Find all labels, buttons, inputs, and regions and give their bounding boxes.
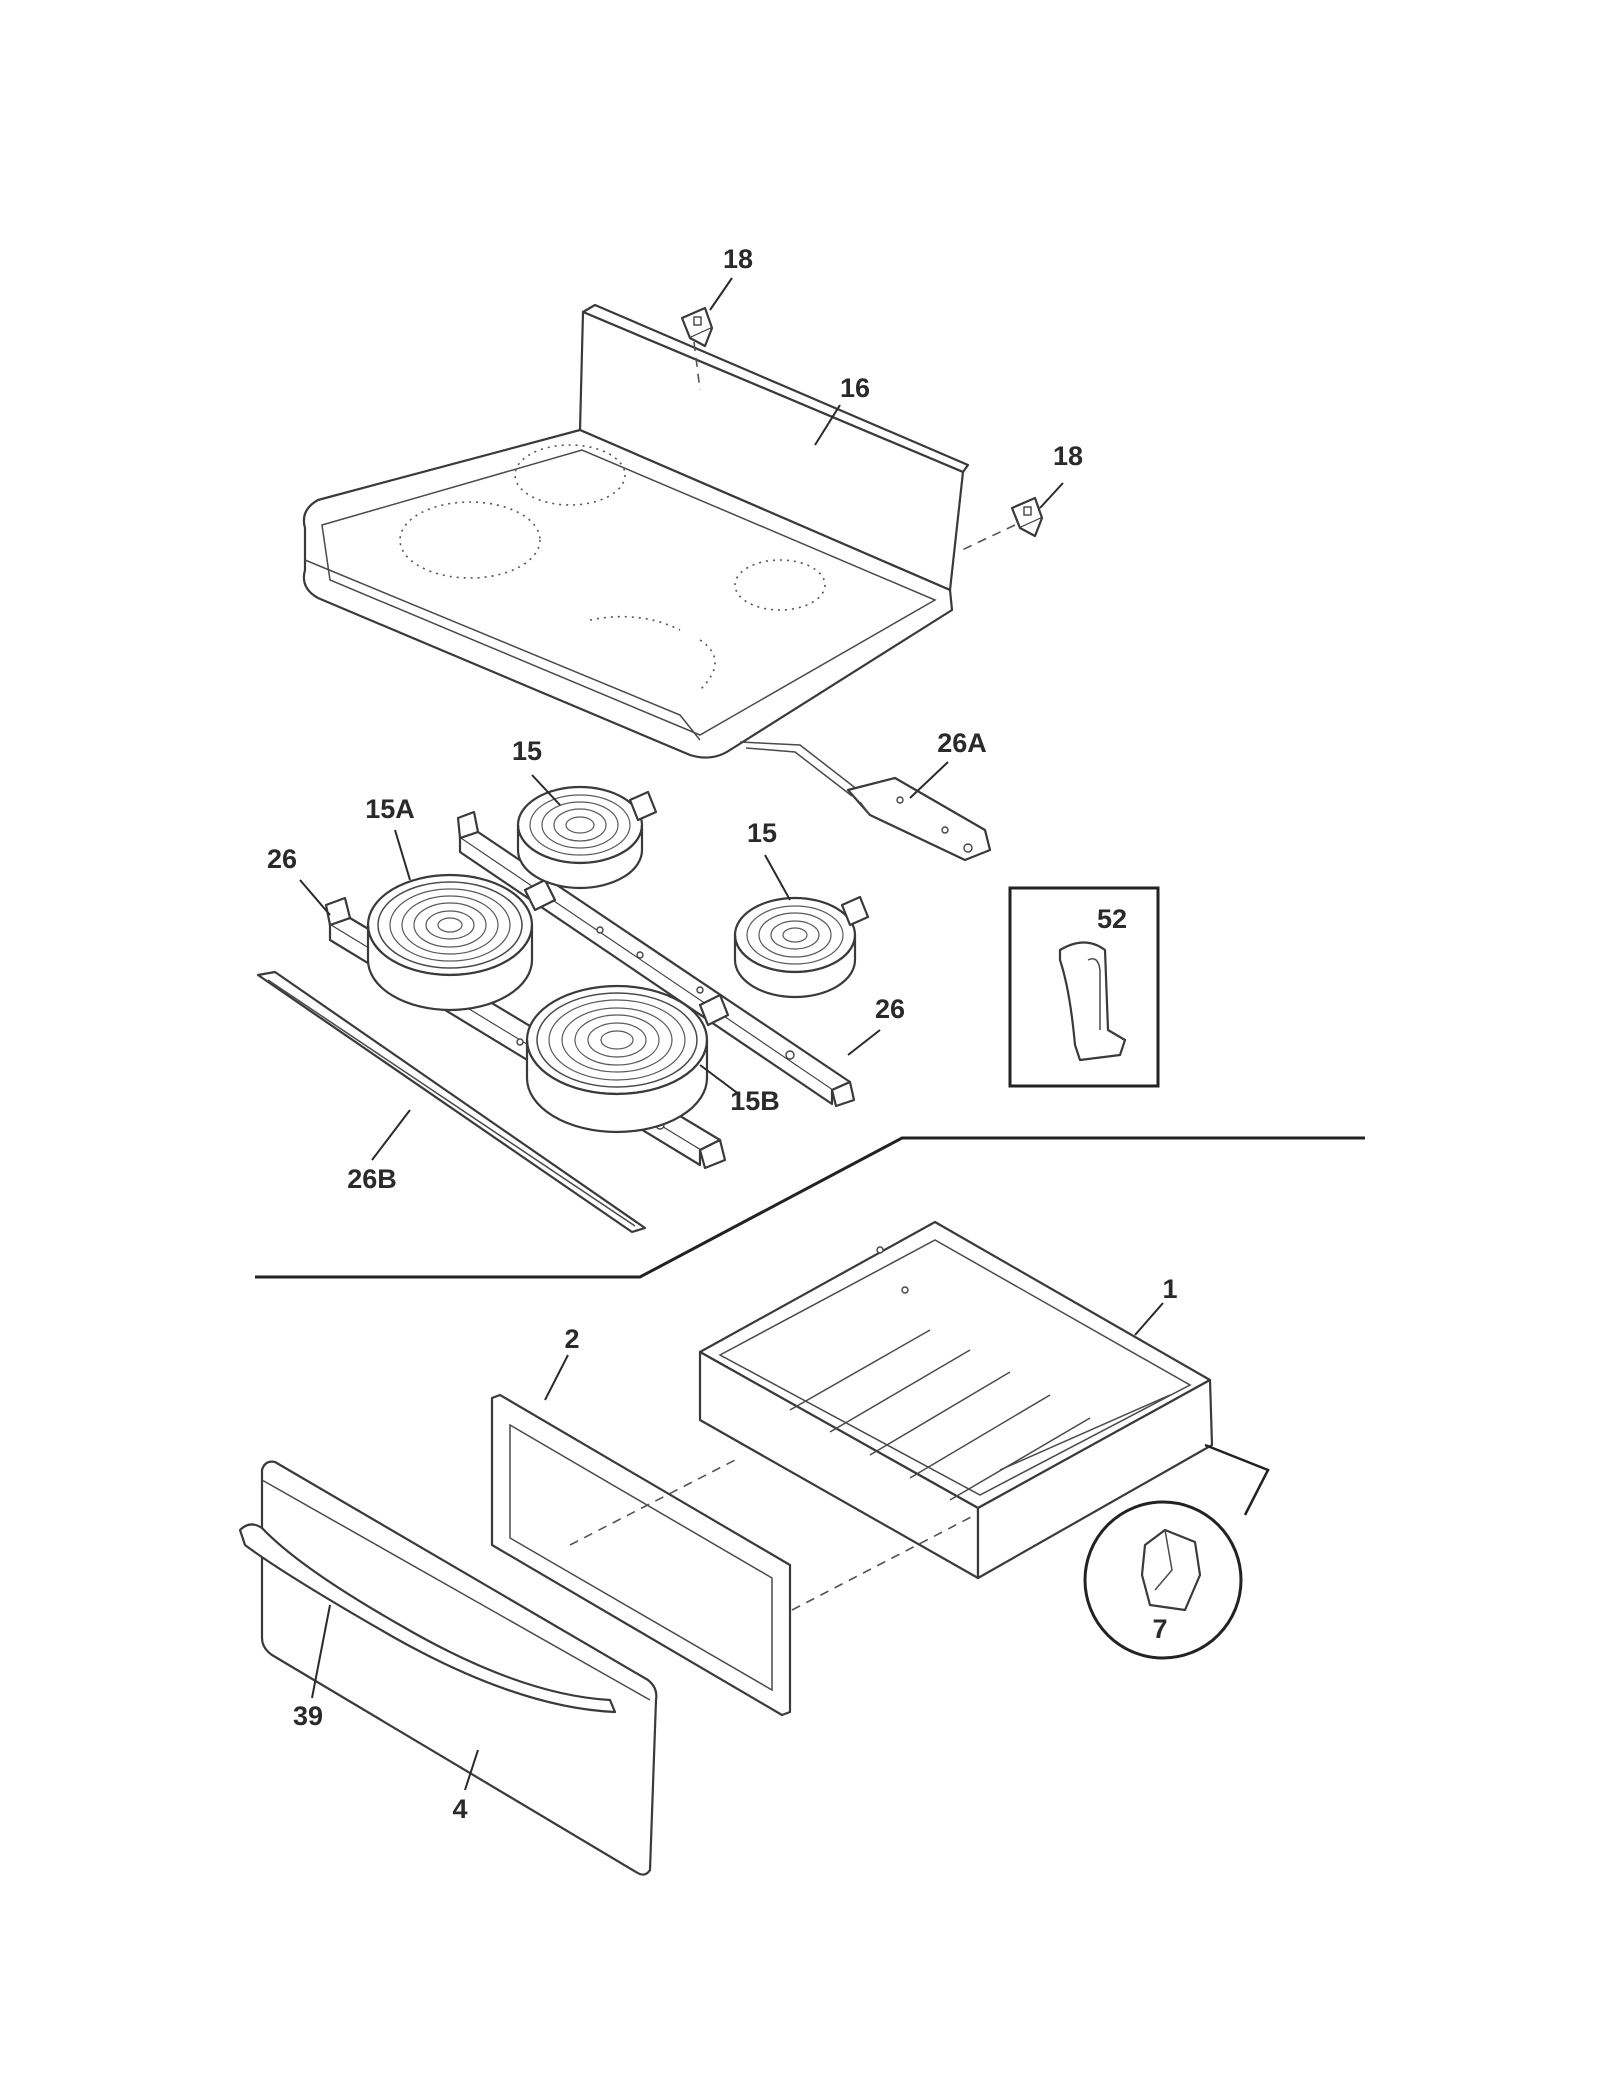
callout-26-left: 26: [267, 844, 297, 874]
element-bracket-right: [456, 810, 856, 1108]
callout-1: 1: [1162, 1274, 1177, 1304]
callout-15b: 15B: [730, 1086, 780, 1116]
callout-2: 2: [564, 1324, 579, 1354]
callout-7: 7: [1152, 1614, 1167, 1644]
callout-18-top: 18: [723, 244, 753, 274]
callout-15-right: 15: [747, 818, 777, 848]
trim-strip: [256, 970, 647, 1234]
section-divider: [255, 1136, 1365, 1279]
callout-15-top: 15: [512, 736, 542, 766]
inset-box-clip: [1008, 886, 1160, 1088]
surface-element-small-right: [733, 895, 870, 999]
bracket-right: [1010, 496, 1044, 538]
callout-16: 16: [840, 373, 870, 403]
drawer-handle: [238, 1523, 617, 1714]
callout-18-right: 18: [1053, 441, 1083, 471]
drawer-body: [698, 1220, 1214, 1580]
callout-26b: 26B: [347, 1164, 397, 1194]
drawer-glide-clip-detail: [1083, 1500, 1243, 1660]
callout-26-right: 26: [875, 994, 905, 1024]
terminal-block: [846, 776, 992, 862]
cooktop-glass-top: [302, 303, 970, 797]
callout-52: 52: [1097, 904, 1127, 934]
callout-15a: 15A: [365, 794, 415, 824]
bracket-top: [680, 306, 714, 348]
callout-39: 39: [293, 1701, 323, 1731]
callout-26a: 26A: [937, 728, 987, 758]
surface-element-small-rear: [516, 785, 658, 890]
callout-4: 4: [452, 1794, 467, 1824]
drawer-frame: [490, 1393, 792, 1717]
surface-element-large-front: [525, 984, 730, 1134]
surface-element-large-left: [366, 873, 557, 1012]
